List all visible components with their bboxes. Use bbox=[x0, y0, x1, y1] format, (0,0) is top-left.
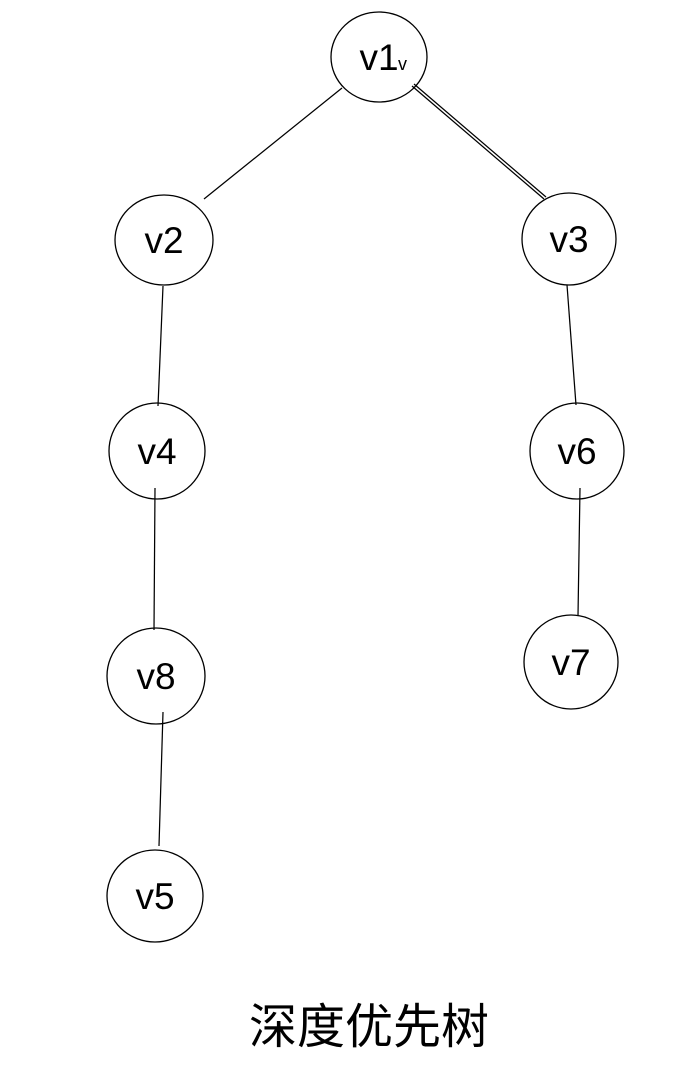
edge-v1-v2 bbox=[203, 87, 343, 200]
node-v8-label: v8 bbox=[136, 656, 175, 697]
node-v3-circle bbox=[521, 192, 617, 286]
edge-v1-v3-double bbox=[411, 83, 547, 200]
edge-v1-v3-line-2 bbox=[411, 85, 545, 200]
node-v2-label: v2 bbox=[144, 220, 183, 261]
node-v7-circle bbox=[523, 614, 619, 710]
node-v1-sublabel: v bbox=[398, 54, 407, 74]
node-v3-label: v3 bbox=[549, 219, 588, 260]
edges bbox=[153, 83, 581, 847]
edge-v3-v6 bbox=[566, 284, 577, 406]
edge-v6-v7 bbox=[577, 487, 581, 617]
node-v6-circle bbox=[529, 402, 625, 500]
node-v7-label: v7 bbox=[551, 642, 590, 683]
diagram-caption: 深度优先树 bbox=[248, 1001, 489, 1054]
node-v4-label: v4 bbox=[137, 431, 176, 472]
edge-v1-v3-line-1 bbox=[413, 83, 547, 198]
edge-v8-v5 bbox=[158, 711, 164, 847]
node-v4-circle bbox=[108, 402, 206, 500]
edge-v4-v8 bbox=[153, 487, 156, 631]
node-v5-label: v5 bbox=[135, 876, 174, 917]
node-v6-label: v6 bbox=[557, 431, 596, 472]
node-v8-circle bbox=[106, 627, 206, 725]
edge-v2-v4 bbox=[157, 285, 164, 407]
node-circles bbox=[106, 11, 625, 943]
node-labels: v1 v v2 v3 v4 v6 v8 v7 v5 bbox=[135, 37, 596, 917]
node-v1-label: v1 bbox=[359, 37, 398, 78]
node-v1-circle bbox=[330, 11, 428, 103]
node-v2-circle bbox=[114, 194, 214, 286]
node-v5-circle bbox=[106, 849, 204, 943]
